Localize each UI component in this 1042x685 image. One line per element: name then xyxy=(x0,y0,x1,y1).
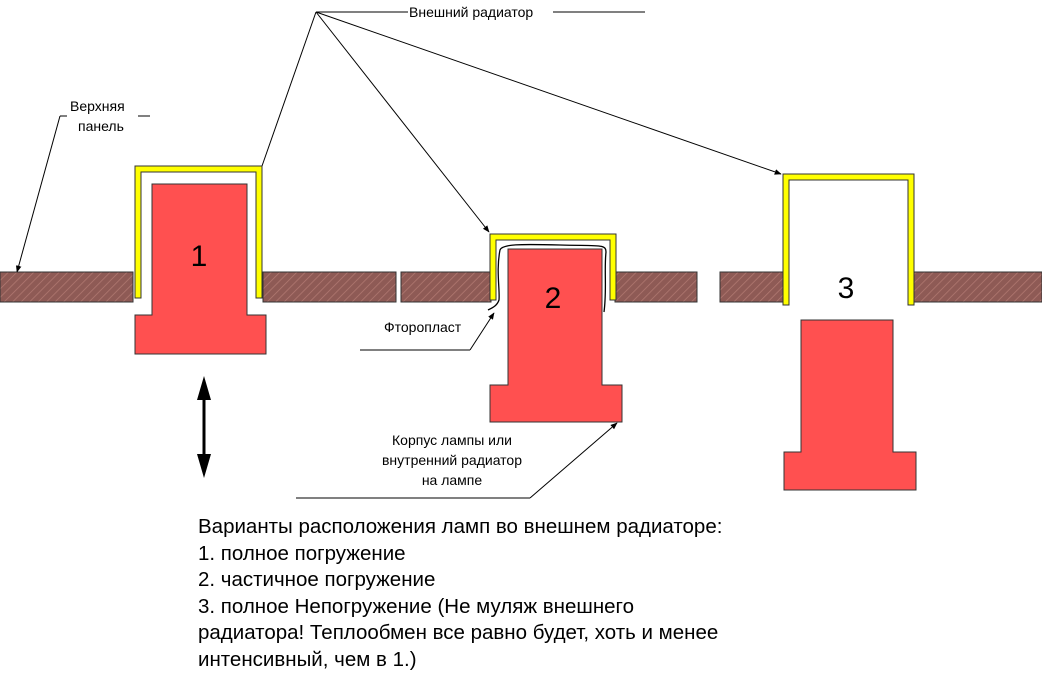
caption-item: интенсивный, чем в 1.) xyxy=(198,647,417,671)
ptfe-film xyxy=(487,243,607,313)
top-panel-label-2: панель xyxy=(78,118,124,134)
lamp-3-body xyxy=(783,319,917,491)
caption-item: 3. полное Непогружение (Не муляж внешнег… xyxy=(198,594,634,618)
lamp-1-number: 1 xyxy=(191,240,208,273)
lamp-body-callout xyxy=(296,422,618,499)
top-panel xyxy=(0,271,1042,303)
caption: Варианты расположения ламп во внешнем ра… xyxy=(198,514,722,673)
outer-radiator-2 xyxy=(489,233,617,301)
outer-radiator-callout xyxy=(261,11,782,233)
outer-radiator-1 xyxy=(134,165,263,299)
ptfe-callout xyxy=(360,312,495,351)
lamp-3-number: 3 xyxy=(838,272,855,305)
lamp-body-label-2: внутренний радиатор xyxy=(382,452,522,468)
outer-radiator-label: Внешний радиатор xyxy=(409,4,533,20)
outer-radiator-3 xyxy=(782,173,915,306)
lamp-2-body xyxy=(489,248,623,423)
caption-item: 2. частичное погружение xyxy=(198,568,436,591)
top-panel-callout xyxy=(15,115,150,273)
lamp-body-label-1: Корпус лампы или xyxy=(392,432,512,448)
caption-item: радиатора! Теплообмен все равно будет, х… xyxy=(198,621,719,644)
ptfe-label: Фторопласт xyxy=(384,319,462,335)
lamp-2-number: 2 xyxy=(545,282,562,315)
caption-title: Варианты расположения ламп во внешнем ра… xyxy=(198,515,723,538)
lamp-1-body xyxy=(134,183,267,355)
double-arrow-icon xyxy=(197,376,211,478)
top-panel-label: Верхняя xyxy=(70,98,125,114)
caption-item: 1. полное погружение xyxy=(198,541,406,565)
lamp-body-label-3: на лампе xyxy=(422,472,483,488)
